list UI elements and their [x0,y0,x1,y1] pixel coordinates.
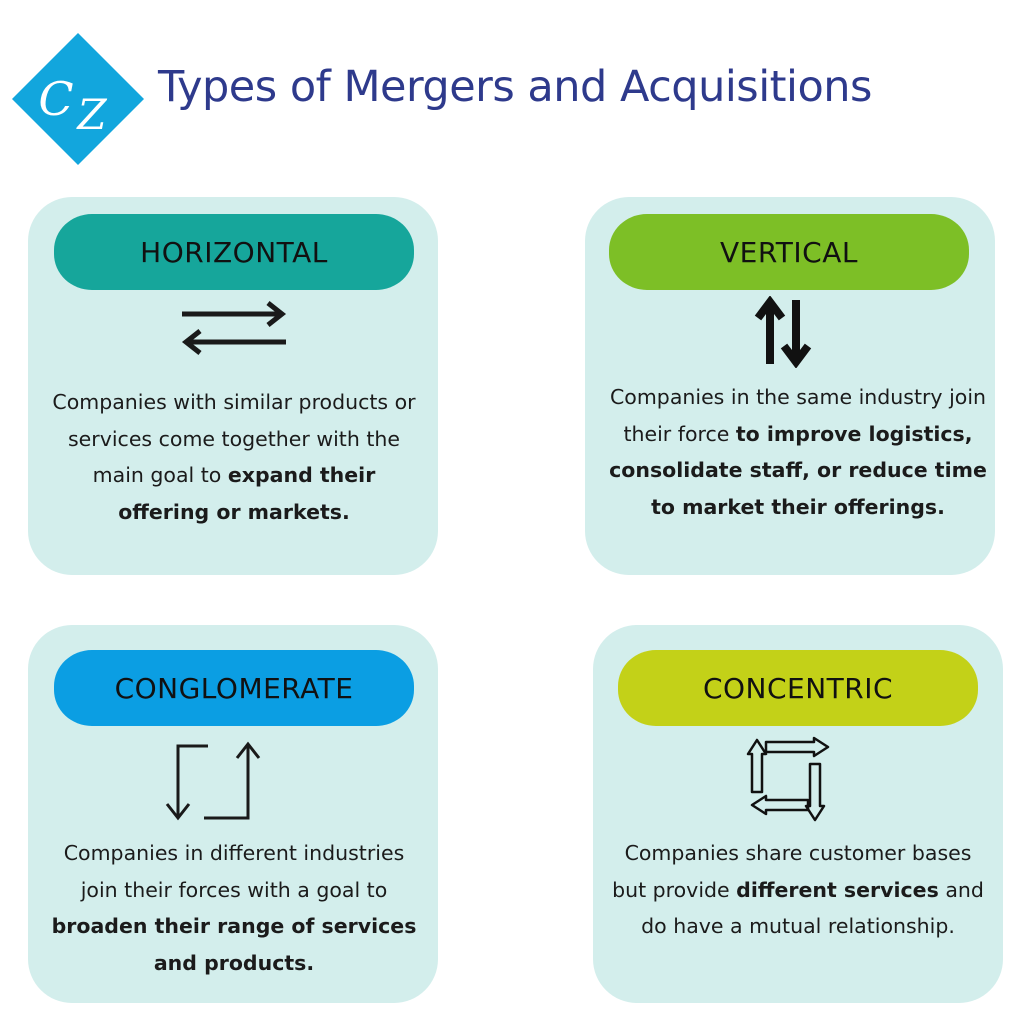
description-vertical: Companies in the same industry join thei… [609,385,987,519]
conglomerate-arrows-icon [165,741,261,821]
description-horizontal: Companies with similar products or servi… [52,390,416,524]
horizontal-arrows-icon [181,301,287,355]
cz-logo: C Z [12,33,144,165]
pill-vertical: VERTICAL [609,214,969,290]
description-conglomerate: Companies in different industries join t… [51,841,417,975]
logo-letter-z: Z [75,90,107,139]
pill-horizontal: HORIZONTAL [54,214,414,290]
pill-conglomerate: CONGLOMERATE [54,650,414,726]
vertical-arrows-icon [754,296,812,368]
page-title: Types of Mergers and Acquisitions [158,62,872,112]
description-concentric: Companies share customer bases but provi… [612,841,984,938]
pill-concentric: CONCENTRIC [618,650,978,726]
circular-arrows-icon [746,736,830,822]
logo-letter-c: C [38,72,73,126]
